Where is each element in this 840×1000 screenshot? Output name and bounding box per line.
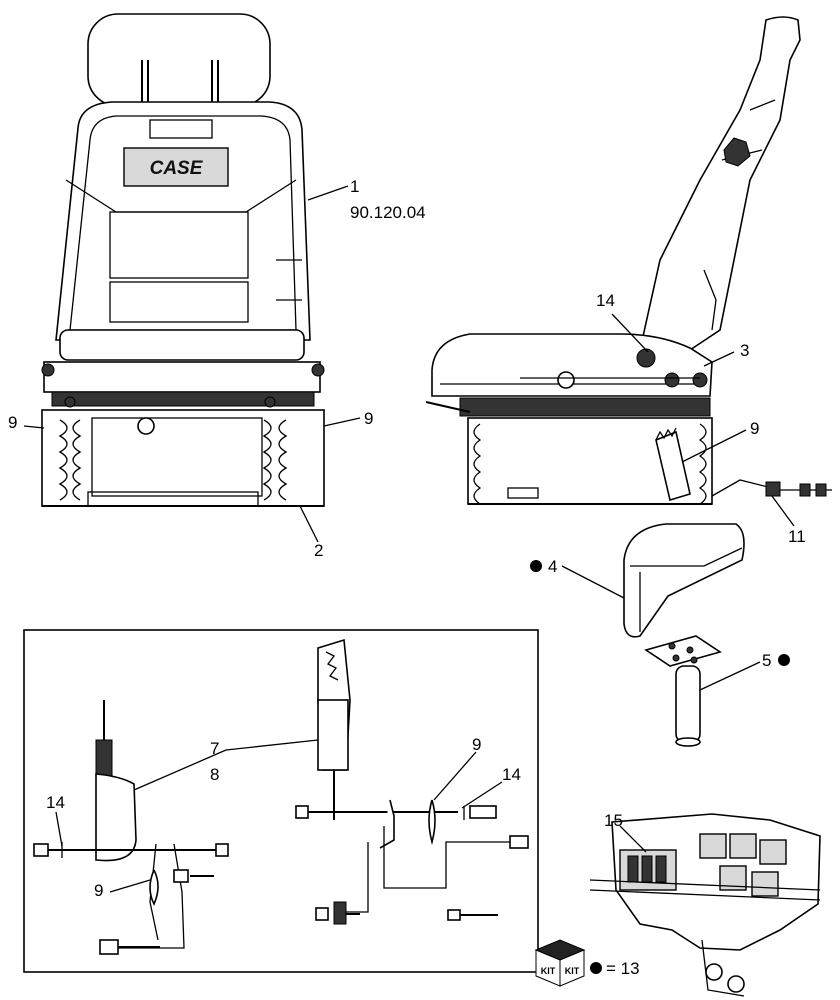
callout-labels: 1 90.120.04 9 9 2 14 3 9 11 4 5 7 8 9 14… (8, 177, 806, 900)
kit-bullet-icon (778, 654, 790, 666)
inset-left-assembly (33, 700, 229, 955)
callout-9-inset-left: 9 (94, 881, 103, 900)
leader-lines (23, 185, 795, 893)
seat-side-view (425, 16, 832, 505)
kit-label-left: KIT (541, 966, 556, 976)
callout-7: 7 (210, 739, 219, 758)
kit-legend: KIT KIT = 13 (534, 939, 640, 987)
callout-9-inset-right: 9 (472, 735, 481, 754)
callout-5: 5 (762, 651, 771, 670)
kit-bullet-icon (590, 962, 602, 974)
kit-label-right: KIT (565, 966, 580, 976)
electrical-module (589, 813, 821, 997)
callout-8: 8 (210, 765, 219, 784)
inset-right-assembly (295, 638, 529, 925)
callout-9-front-left: 9 (8, 413, 17, 432)
callout-1: 1 (350, 177, 359, 196)
callout-11: 11 (788, 527, 806, 546)
callout-2: 2 (314, 541, 323, 560)
callout-3: 3 (740, 341, 749, 360)
armrest-assembly (623, 523, 745, 747)
callout-14-inset-left: 14 (46, 793, 65, 812)
callout-15: 15 (604, 811, 623, 830)
kit-equals-label: = 13 (606, 959, 640, 978)
seat-front-view: CASE (41, 13, 325, 507)
case-logo-text: CASE (150, 158, 204, 179)
callout-14-side: 14 (596, 291, 615, 310)
kit-bullet-icon (530, 560, 542, 572)
callout-9-side: 9 (750, 419, 759, 438)
inset-frame (23, 629, 539, 973)
callout-14-inset-right: 14 (502, 765, 521, 784)
callout-1-reference: 90.120.04 (350, 203, 426, 222)
case-logo-plate (123, 147, 229, 187)
callout-9-front-right: 9 (364, 409, 373, 428)
callout-4: 4 (548, 557, 557, 576)
